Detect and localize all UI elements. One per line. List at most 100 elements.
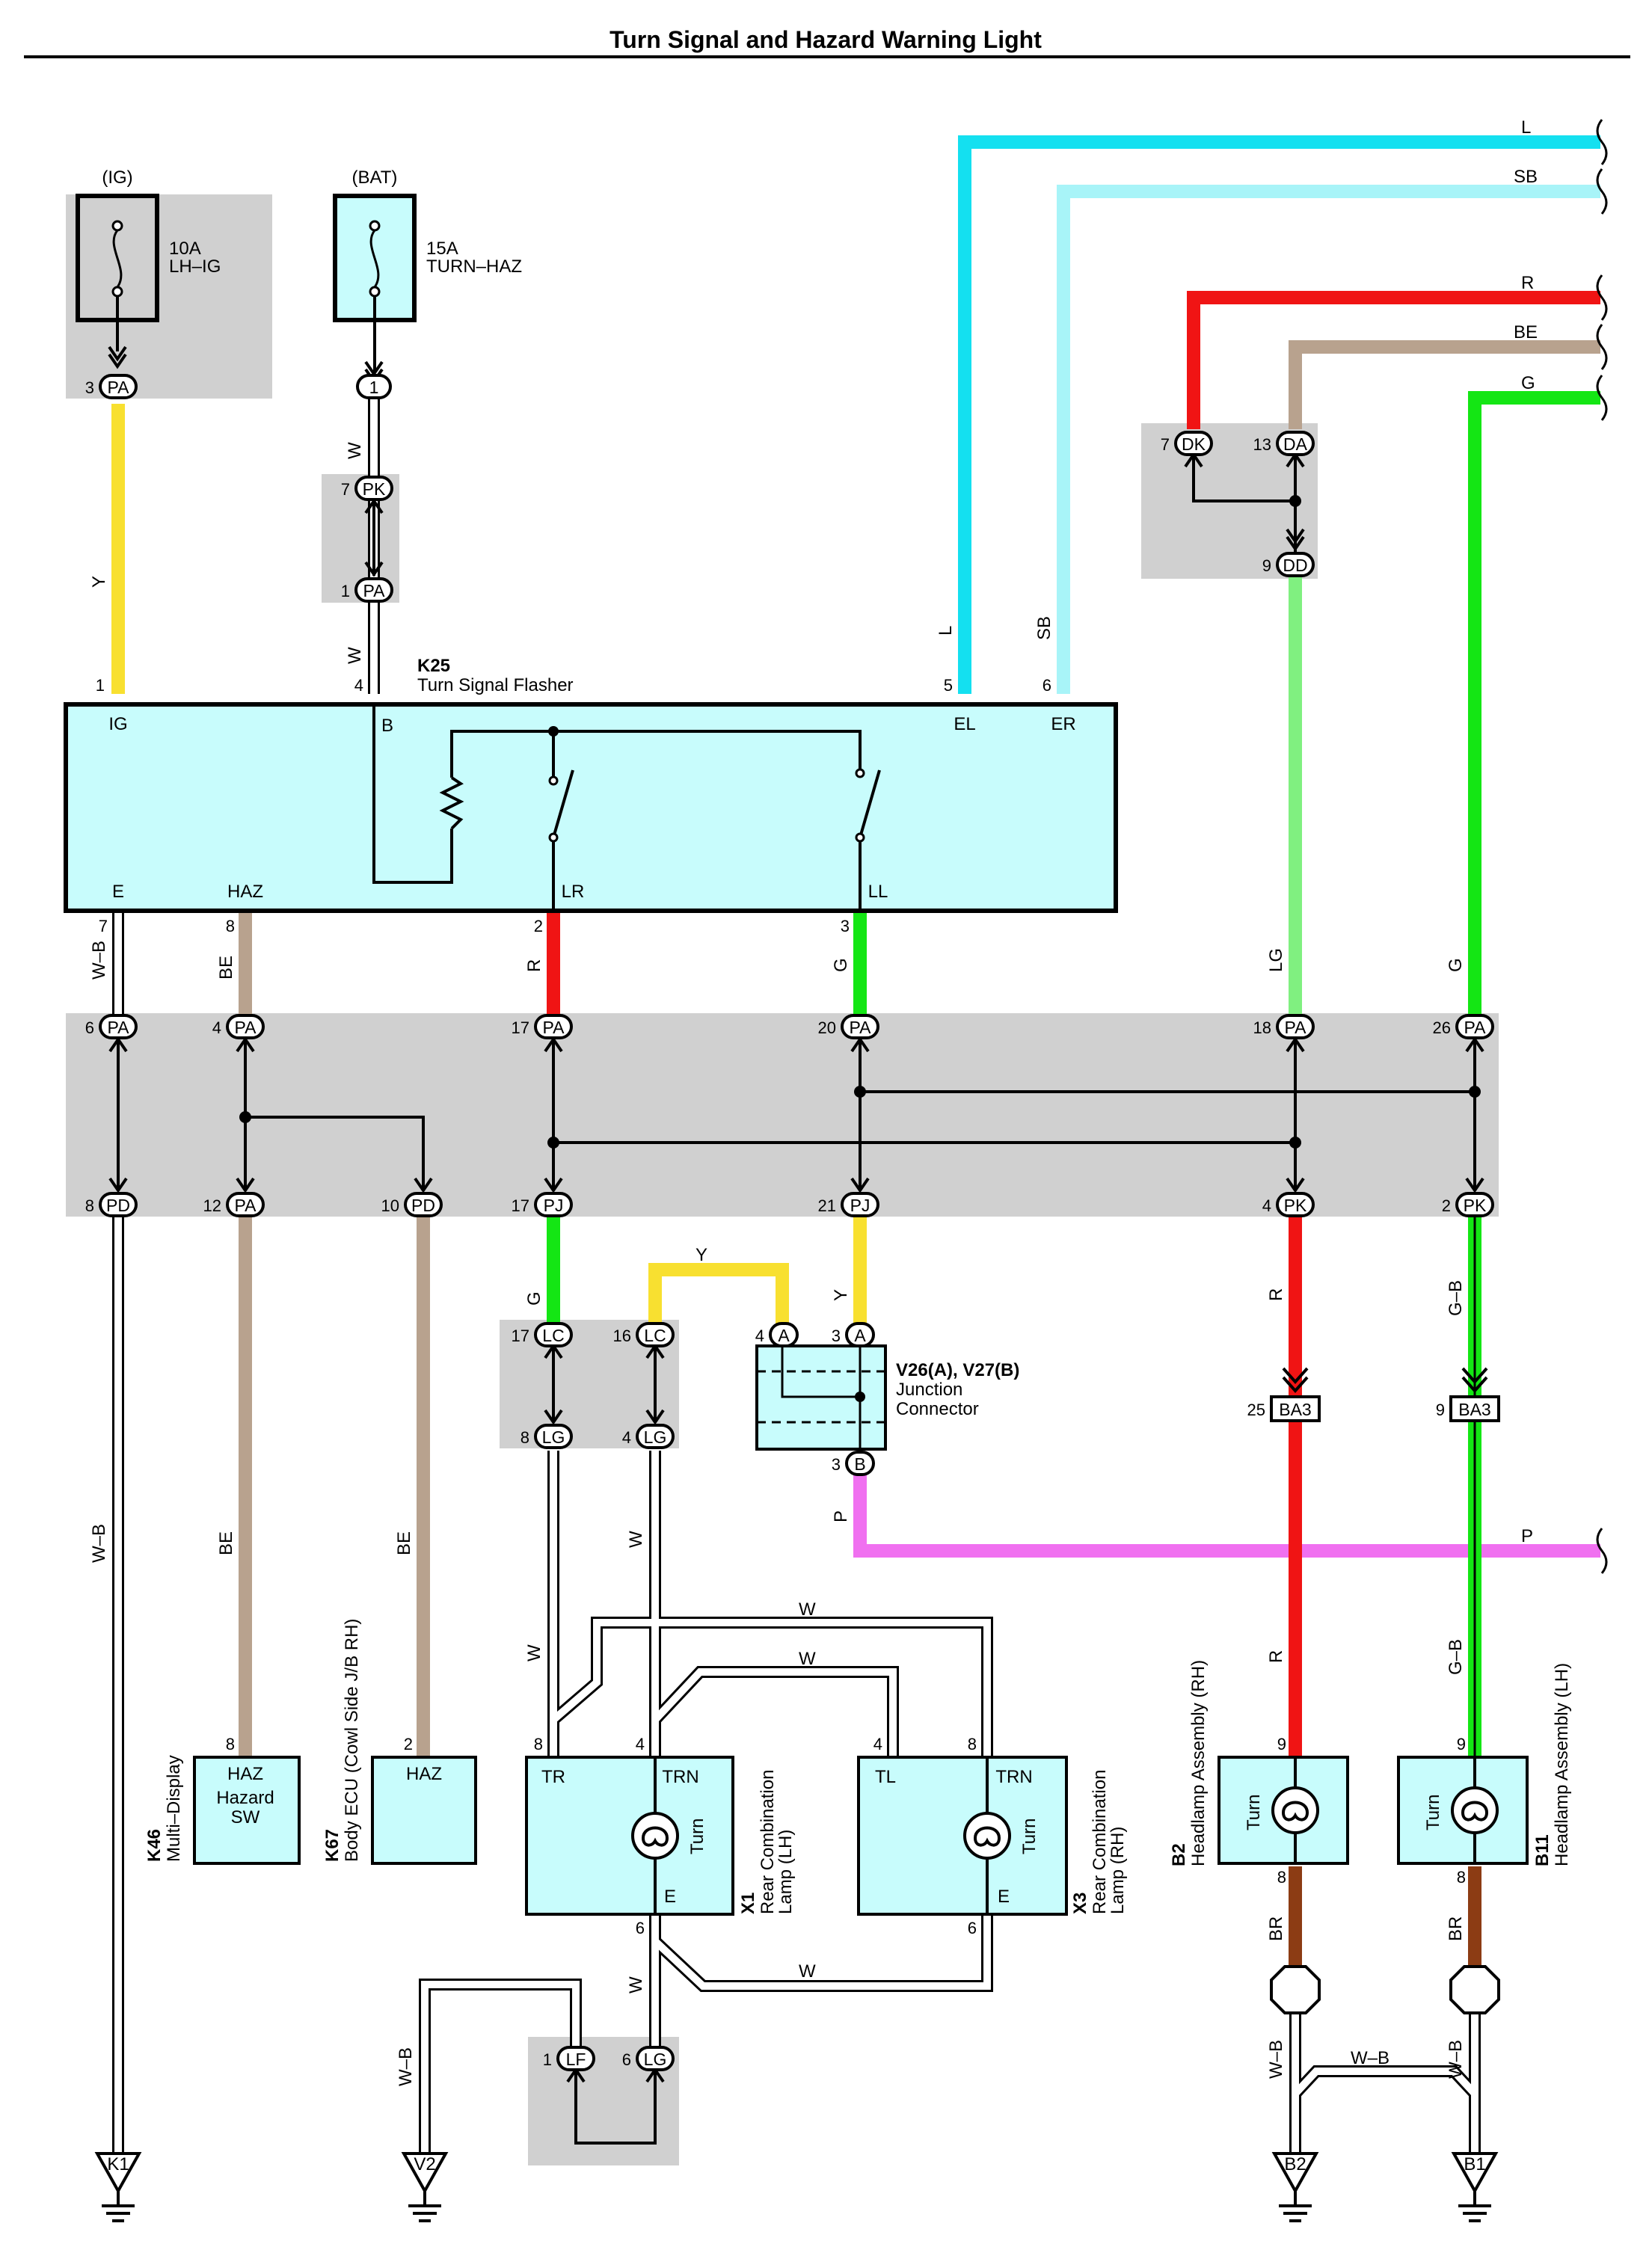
conn-da-id: DA (1283, 434, 1308, 454)
flasher-term-haz: HAZ (227, 882, 263, 902)
k67-pin: 2 (404, 1735, 413, 1753)
conn-dk-pin: 7 (1161, 435, 1170, 454)
flasher-pin-b: 4 (354, 676, 363, 695)
fuse-bat-header: (BAT) (352, 167, 398, 188)
k46-line2: SW (231, 1807, 260, 1827)
wire-label-l: L (1521, 117, 1531, 138)
v26-internal (757, 1346, 885, 1452)
conn-bot-1-pin: 12 (203, 1196, 221, 1215)
x1-tr: TR (541, 1767, 565, 1787)
wire-label-lg-v: LG (1266, 948, 1286, 972)
v26-line2: Connector (896, 1399, 979, 1419)
b11-code: B11 (1532, 1834, 1553, 1866)
conn-bot-4-pin: 21 (818, 1196, 836, 1215)
x3-pin-e: 6 (968, 1919, 977, 1937)
x3-line1: Rear Combination (1090, 1770, 1110, 1914)
conn-dd-pin: 9 (1262, 556, 1271, 575)
conn-lf1-id: LF (566, 2050, 586, 2069)
conn-top-3-pin: 20 (818, 1018, 836, 1037)
conn-top-1-pin: 4 (212, 1018, 221, 1037)
conn-lg6-id: LG (644, 2050, 667, 2069)
wire-p (853, 1469, 1600, 1558)
conn-pa1-id: PA (363, 581, 386, 600)
flasher-pin-e: 7 (99, 917, 108, 935)
conn-bot-2-pin: 10 (381, 1196, 399, 1215)
x1-box (525, 1756, 734, 1916)
flasher-term-ig: IG (108, 714, 127, 734)
b2-turn: Turn (1244, 1795, 1264, 1830)
wire-label-wb-k1: W–B (89, 1524, 109, 1563)
pill-connectors (99, 374, 1494, 2071)
wire-label-r-ba3: R (1266, 1288, 1286, 1301)
k46-terminal: HAZ (227, 1764, 263, 1784)
x1-code: X1 (738, 1893, 758, 1914)
x1-turn: Turn (687, 1819, 707, 1854)
junction-block-main (66, 1013, 1499, 1217)
flasher-box (64, 702, 1118, 913)
x1-pin-tr: 8 (534, 1735, 543, 1753)
wire-label-w-bat-1: W (345, 442, 365, 459)
flasher-contacts (548, 768, 865, 843)
wire-label-y-ig: Y (89, 576, 109, 588)
flasher-code: K25 (417, 656, 450, 676)
conn-ba3-9 (1449, 1395, 1500, 1422)
conn-da-pin: 13 (1253, 435, 1271, 454)
conn-top-0-id: PA (108, 1018, 130, 1037)
wire-label-be-haz: BE (216, 956, 236, 980)
wire-label-be-top: BE (1514, 322, 1538, 342)
b11-ground-point (1449, 1965, 1500, 2014)
x3-line2: Lamp (RH) (1108, 1827, 1128, 1914)
wire-r-top (1187, 291, 1600, 429)
conn-lg4-pin: 4 (622, 1428, 631, 1447)
flasher-term-b: B (381, 716, 393, 736)
x3-e: E (998, 1887, 1010, 1907)
b11-bulb (1451, 1757, 1499, 1863)
k46-box (193, 1756, 301, 1865)
wire-label-sb: SB (1514, 167, 1538, 187)
conn-lc17-pin: 17 (512, 1327, 529, 1345)
b2-ground-point (1270, 1965, 1321, 2014)
flasher-pin-ll: 3 (841, 917, 850, 935)
x3-turn: Turn (1019, 1819, 1040, 1854)
flasher-node (548, 726, 559, 737)
v26-node (855, 1392, 865, 1402)
conn-pk7-pin: 7 (341, 480, 350, 499)
white-wires (112, 396, 1481, 2154)
k46-pin: 8 (226, 1735, 235, 1753)
ig-fuse-block (66, 194, 272, 399)
conn-top-5-id: PA (1464, 1018, 1487, 1037)
conn-ig-pa-pin: 3 (85, 378, 94, 397)
x3-pin-tl: 4 (873, 1735, 882, 1753)
v26-line1: Junction (896, 1380, 962, 1400)
flasher-pin-er: 6 (1043, 676, 1051, 695)
b2-bulb (1271, 1757, 1319, 1863)
wire-label-be-k46: BE (216, 1531, 236, 1555)
ground-v2-label: V2 (414, 2154, 435, 2174)
wire-label-p-right: P (1521, 1526, 1533, 1546)
conn-ba3-25-pin: 25 (1247, 1401, 1265, 1419)
k67-name: Body ECU (Cowl Side J/B RH) (342, 1619, 362, 1862)
wire-label-w-3: W (799, 1961, 816, 1982)
conn-bot-3-pin: 17 (512, 1196, 529, 1215)
wire-l (958, 135, 1600, 694)
conn-bat-pin-label: 1 (369, 378, 379, 397)
conn-dd-id: DD (1283, 556, 1307, 575)
x1-line1: Rear Combination (758, 1770, 778, 1914)
flasher-pin-el: 5 (944, 676, 953, 695)
x1-pin-trn: 4 (636, 1735, 645, 1753)
conn-bot-0-pin: 8 (85, 1196, 94, 1215)
conn-ba3-9-pin: 9 (1436, 1401, 1445, 1419)
v26-pin-b3-num: 3 (832, 1455, 841, 1474)
b11-name: Headlamp Assembly (LH) (1552, 1663, 1572, 1866)
wire-label-wb-bridge: W–B (1351, 2048, 1390, 2068)
wire-label-l-v: L (936, 626, 956, 636)
wire-label-wb-e: W–B (89, 941, 109, 980)
wire-label-wb-v2: W–B (396, 2047, 416, 2086)
wire-label-be-k67: BE (394, 1531, 414, 1555)
wire-label-br-b11: BR (1446, 1916, 1466, 1941)
wire-label-br-b2: BR (1266, 1916, 1286, 1941)
wire-label-g-ll: G (831, 958, 851, 972)
conn-ig-pa-id: PA (108, 378, 130, 397)
conn-bot-2-id: PD (411, 1196, 435, 1215)
diagram-title: Turn Signal and Hazard Warning Light (609, 26, 1042, 53)
